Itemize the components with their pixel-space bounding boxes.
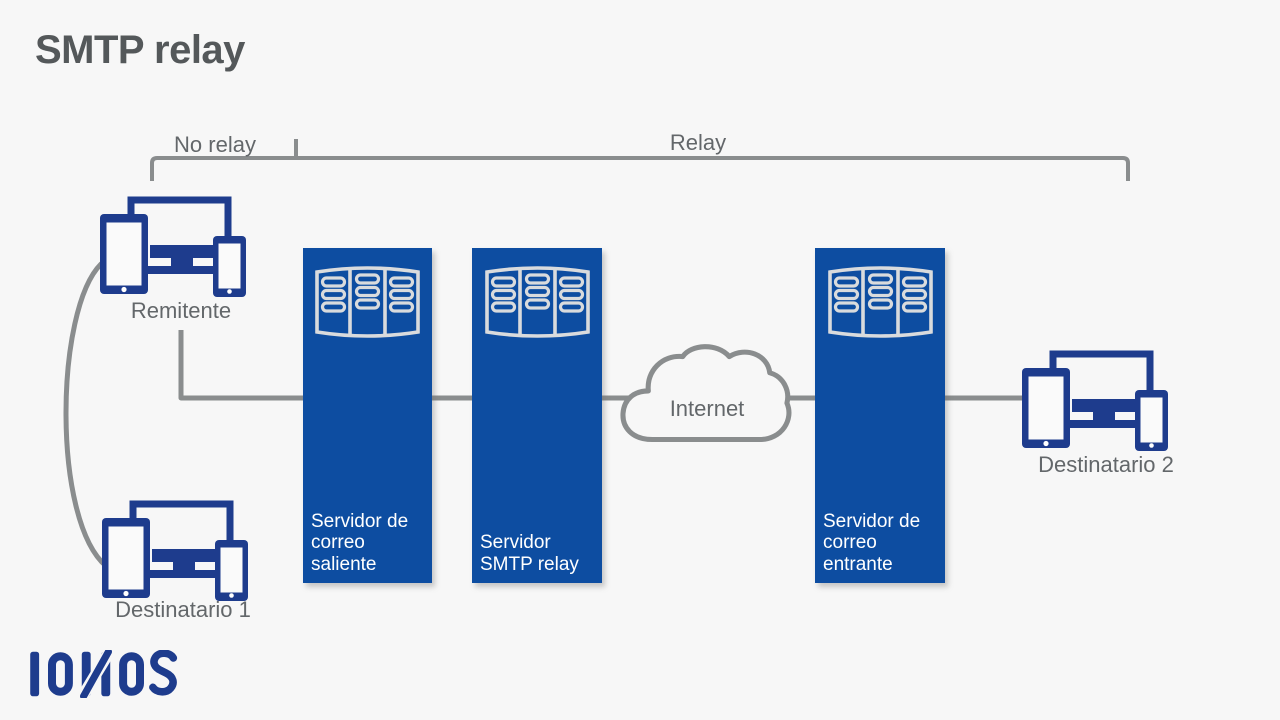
no-relay-label: No relay bbox=[174, 132, 256, 157]
bracket-line bbox=[150, 156, 1130, 181]
outgoing-mail-server-box: Servidor de correo saliente bbox=[303, 248, 432, 583]
server-rack-icon bbox=[827, 266, 933, 338]
sender-devices-icon bbox=[95, 190, 250, 300]
server-rack-icon bbox=[315, 266, 420, 338]
server-rack-icon bbox=[484, 266, 590, 338]
outgoing-mail-server-label: Servidor de correo saliente bbox=[303, 511, 416, 584]
recipient2-label: Destinatario 2 bbox=[1038, 452, 1174, 477]
ionos-logo bbox=[30, 650, 178, 698]
incoming-mail-server-label: Servidor de correo entrante bbox=[815, 511, 928, 584]
internet-label: Internet bbox=[669, 396, 745, 421]
server-label-line: SMTP relay bbox=[480, 553, 579, 575]
server-label-line: correo bbox=[311, 532, 365, 553]
no-relay-arc bbox=[63, 261, 109, 569]
server-label-line: entrante bbox=[823, 553, 893, 575]
server-label-line: Servidor de bbox=[311, 510, 409, 532]
server-label-line: Servidor bbox=[480, 532, 551, 553]
page-title: SMTP relay bbox=[35, 28, 245, 72]
recipient1-label: Destinatario 1 bbox=[115, 597, 251, 622]
recipient1-devices-icon bbox=[97, 494, 252, 604]
incoming-mail-server-box: Servidor de correo entrante bbox=[815, 248, 945, 583]
smtp-relay-server-label: Servidor SMTP relay bbox=[472, 532, 587, 583]
sender-label: Remitente bbox=[130, 298, 232, 323]
server-label-line: correo bbox=[823, 532, 877, 553]
recipient2-devices-icon bbox=[1017, 344, 1172, 454]
internet-cloud-icon bbox=[620, 344, 792, 443]
relay-label: Relay bbox=[669, 130, 727, 155]
smtp-relay-server-box: Servidor SMTP relay bbox=[472, 248, 602, 583]
server-label-line: Servidor de bbox=[823, 510, 921, 532]
server-label-line: saliente bbox=[311, 553, 377, 575]
